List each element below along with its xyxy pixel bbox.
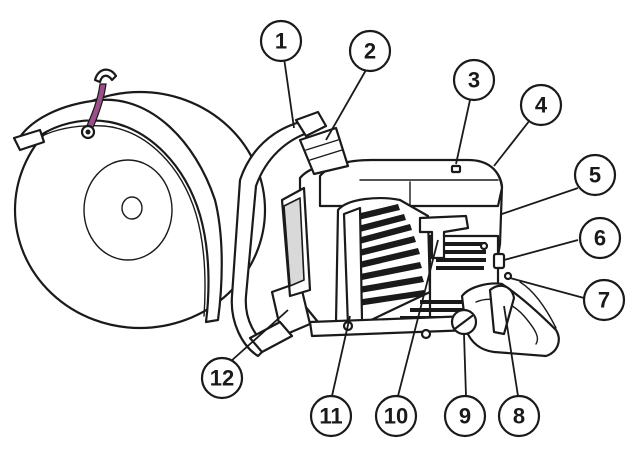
- rear-handle-inner: [475, 298, 539, 345]
- rear-handle-grip: [460, 282, 560, 358]
- callout-4-label: 4: [535, 93, 548, 118]
- fuel-cap-slot: [454, 314, 474, 330]
- callout-4: 4: [519, 83, 563, 127]
- callouts: 1 2 3 4 5 6 7 8: [200, 19, 626, 438]
- guard-inner-edge: [25, 124, 206, 317]
- callout-5-label: 5: [589, 163, 601, 188]
- callout-8: 8: [497, 394, 541, 438]
- leader-lines: [229, 57, 585, 397]
- rear-handle: [450, 281, 560, 358]
- callout-6: 6: [578, 216, 622, 260]
- throttle-trigger: [488, 284, 516, 336]
- guard-knob: [93, 68, 118, 84]
- callout-8-label: 8: [513, 404, 525, 429]
- callout-2: 2: [348, 29, 392, 73]
- purge-bulb: [503, 271, 513, 281]
- leader-11: [331, 315, 351, 397]
- callout-12: 12: [200, 356, 244, 400]
- callout-1: 1: [259, 19, 303, 63]
- callout-3-label: 3: [468, 68, 480, 93]
- callout-11-label: 11: [319, 404, 342, 429]
- cover-latch: [450, 164, 462, 174]
- filter-insert: [342, 206, 364, 328]
- callout-5: 5: [573, 153, 617, 197]
- leader-12: [229, 309, 289, 363]
- rear-handle-back-edge: [519, 281, 557, 329]
- callout-7: 7: [582, 278, 626, 322]
- blade-disc: [13, 90, 267, 330]
- side-support-shade: [283, 197, 305, 287]
- starter-handle: [418, 214, 470, 260]
- callout-10: 10: [374, 394, 418, 438]
- callout-11: 11: [309, 394, 353, 438]
- guard-shell: [16, 98, 223, 324]
- leader-8: [503, 305, 519, 397]
- callout-12-label: 12: [210, 366, 234, 391]
- cutting-blade: [13, 90, 267, 330]
- blade-flange: [83, 159, 173, 261]
- blade-guard: [12, 68, 223, 324]
- guard-front-lip: [12, 128, 46, 152]
- leader-5: [501, 187, 579, 215]
- blade-arbor: [121, 196, 143, 220]
- leader-2: [325, 69, 367, 141]
- leader-10: [397, 239, 439, 397]
- base-screw-right: [420, 328, 432, 340]
- front-handle-top-grip: [294, 110, 328, 138]
- leader-1: [283, 57, 295, 129]
- guard-bolt-center: [85, 129, 91, 135]
- leader-9: [463, 333, 467, 397]
- engine-body: [298, 158, 513, 340]
- leader-7: [509, 277, 585, 299]
- callout-6-label: 6: [594, 226, 606, 251]
- handle-mount: [298, 126, 350, 176]
- leader-6: [503, 239, 579, 261]
- front-handle-bar: [230, 120, 312, 358]
- choke-knob: [492, 252, 506, 270]
- callout-9: 9: [443, 394, 487, 438]
- callout-1-label: 1: [275, 29, 287, 54]
- callout-7-label: 7: [598, 288, 610, 313]
- front-handle: [230, 110, 350, 358]
- callout-9-label: 9: [459, 404, 471, 429]
- leader-4: [493, 119, 531, 167]
- leader-3: [455, 99, 471, 165]
- callout-10-label: 10: [384, 404, 408, 429]
- indicator-dot: [479, 241, 489, 251]
- callout-3: 3: [452, 58, 496, 102]
- callout-2-label: 2: [364, 39, 376, 64]
